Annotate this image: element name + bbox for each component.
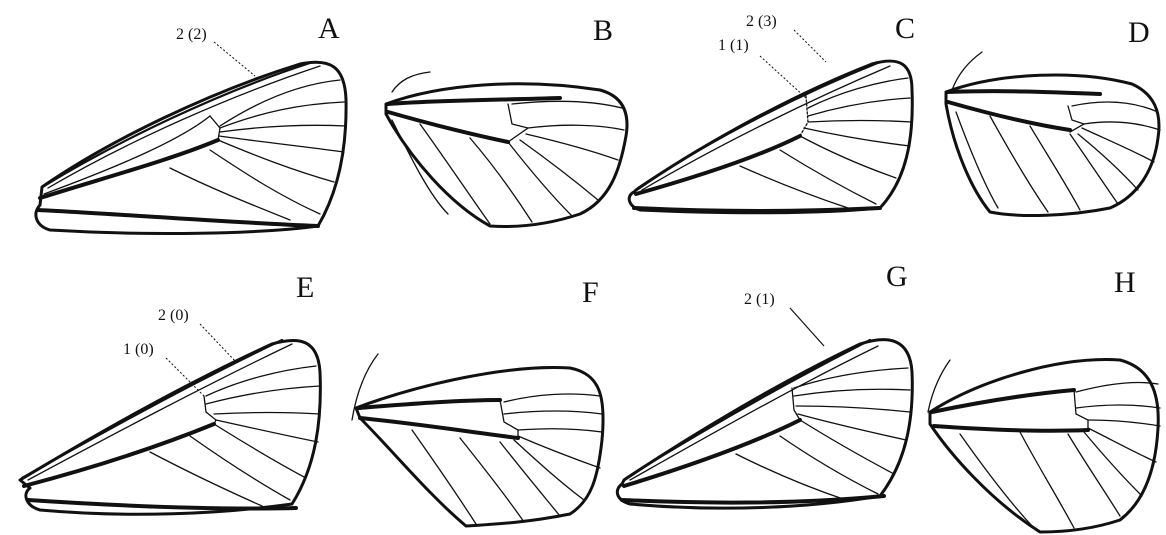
panel-c-letter: C — [895, 12, 915, 45]
panel-g-cubitus — [624, 420, 800, 486]
panel-f-cubitus — [360, 418, 518, 438]
panel-c-wing-outline — [629, 61, 912, 213]
panel-c-radial-veins — [740, 78, 912, 208]
panel-b-sc-r — [388, 98, 560, 104]
panel-e-callout-1: 2 (0) — [158, 307, 189, 324]
panel-f-letter: F — [582, 276, 599, 309]
panel-e-cell-end — [204, 396, 216, 424]
panel-g: G 2 (1) — [617, 260, 912, 508]
panel-e-anal — [28, 500, 296, 509]
panel-a-anal — [38, 210, 318, 226]
panel-b: B — [386, 14, 627, 227]
panel-a-callout-1: 2 (2) — [176, 26, 207, 43]
panel-b-frenulum — [392, 72, 430, 92]
panel-b-cell-end — [508, 104, 528, 142]
panel-g-cell-end — [792, 388, 800, 420]
panel-g-costa — [626, 340, 870, 478]
panel-c-costa — [638, 62, 880, 188]
panel-h-letter: H — [1114, 266, 1136, 299]
panel-e-costa — [22, 340, 282, 478]
panel-f: F — [352, 276, 603, 526]
panel-h-radial-veins — [960, 382, 1160, 528]
panel-g-wing-outline — [617, 340, 912, 509]
panel-g-leader-1 — [790, 308, 824, 346]
panel-a-leader-1 — [214, 42, 255, 76]
panel-e-letter: E — [296, 271, 314, 304]
panel-b-cubitus — [388, 112, 508, 142]
panel-c: C 2 (3) 1 (1) — [629, 12, 915, 213]
panel-h: H — [928, 266, 1160, 532]
panel-c-subcosta — [642, 66, 890, 190]
panel-h-sc-r — [932, 390, 1074, 412]
panel-b-radial-veins — [392, 101, 624, 224]
panel-c-cubitus — [636, 136, 800, 194]
panel-b-letter: B — [593, 14, 613, 47]
panel-c-leader-2 — [760, 56, 806, 98]
panel-g-letter: G — [886, 260, 908, 293]
panel-a-radius — [44, 116, 210, 194]
panel-g-callout-1: 2 (1) — [744, 291, 775, 308]
panel-d-sc-r — [948, 91, 1100, 94]
panel-h-cubitus — [934, 426, 1088, 431]
panel-b-wing-outline — [386, 84, 627, 227]
panel-e-radial-veins — [150, 366, 320, 506]
panel-e-cubitus — [24, 424, 214, 486]
panel-d-wing-outline — [946, 75, 1159, 216]
panel-g-radial-veins — [736, 368, 910, 500]
panel-a-subcosta — [48, 66, 320, 188]
panel-c-anal — [634, 208, 880, 211]
panel-c-cell-end — [800, 96, 808, 136]
panel-a: A 2 (2) — [36, 12, 346, 233]
panel-e-leader-1 — [200, 324, 236, 362]
panel-d: D — [946, 16, 1160, 215]
panel-g-subcosta — [630, 346, 878, 480]
panel-c-callout-2: 1 (1) — [718, 37, 749, 54]
panel-f-cell-end — [500, 400, 518, 438]
panel-e-wing-outline — [20, 340, 320, 514]
panel-e-callout-2: 1 (0) — [123, 341, 154, 358]
panel-a-letter: A — [318, 12, 340, 45]
panel-d-letter: D — [1128, 16, 1150, 49]
panel-c-callout-1: 2 (3) — [746, 13, 777, 30]
panel-h-cell-end — [1074, 390, 1088, 430]
panel-d-cubitus — [948, 102, 1070, 130]
panel-e: E 2 (0) 1 (0) — [20, 271, 320, 514]
panel-h-frenulum — [928, 360, 950, 412]
panel-f-wing-outline — [356, 367, 603, 526]
panel-c-leader-1 — [794, 30, 826, 62]
